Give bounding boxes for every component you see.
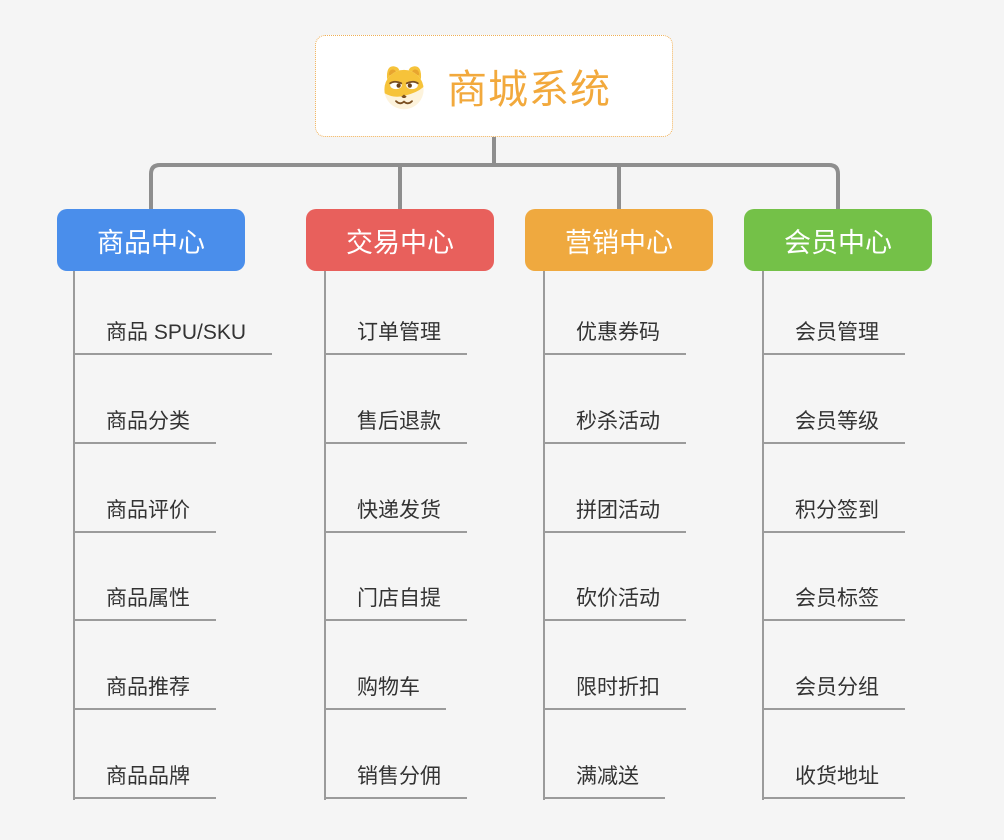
leaf-node[interactable]: 商品推荐 <box>73 674 216 710</box>
leaf-node[interactable]: 会员标签 <box>762 585 905 621</box>
leaf-node[interactable]: 购物车 <box>324 674 446 710</box>
leaf-node[interactable]: 商品 SPU/SKU <box>73 319 273 355</box>
leaf-node[interactable]: 秒杀活动 <box>543 408 686 444</box>
branch-label: 交易中心 <box>346 227 454 258</box>
leaf-node[interactable]: 商品分类 <box>73 408 216 444</box>
leaf-node[interactable]: 会员分组 <box>762 674 905 710</box>
leaf-node[interactable]: 商品评价 <box>73 497 216 533</box>
leaf-node[interactable]: 商品品牌 <box>73 763 216 799</box>
leaf-node[interactable]: 商品属性 <box>73 585 216 621</box>
branch-header-trade[interactable]: 交易中心 <box>306 209 494 271</box>
leaf-node[interactable]: 快递发货 <box>324 497 467 533</box>
leaf-node[interactable]: 拼团活动 <box>543 497 686 533</box>
leaf-node[interactable]: 门店自提 <box>324 585 467 621</box>
doge-face-icon <box>384 66 424 110</box>
branch-header-marketing[interactable]: 营销中心 <box>525 209 713 271</box>
branch-bus-line <box>149 163 840 209</box>
leaf-node[interactable]: 砍价活动 <box>543 585 686 621</box>
leaf-node[interactable]: 订单管理 <box>324 319 467 355</box>
branch-header-member[interactable]: 会员中心 <box>744 209 932 271</box>
leaf-node[interactable]: 销售分佣 <box>324 763 467 799</box>
leaf-node[interactable]: 会员管理 <box>762 319 905 355</box>
root-node[interactable]: 商城系统 <box>315 35 673 137</box>
root-title: 商城系统 <box>447 68 611 112</box>
leaf-node[interactable]: 满减送 <box>543 763 665 799</box>
leaf-node[interactable]: 优惠券码 <box>543 319 686 355</box>
branch-label: 营销中心 <box>565 227 673 258</box>
branch-header-product[interactable]: 商品中心 <box>57 209 245 271</box>
leaf-node[interactable]: 积分签到 <box>762 497 905 533</box>
leaf-node[interactable]: 售后退款 <box>324 408 467 444</box>
leaf-node[interactable]: 收货地址 <box>762 763 905 799</box>
branch-label: 会员中心 <box>784 227 892 258</box>
branch-label: 商品中心 <box>97 227 205 258</box>
leaf-node[interactable]: 会员等级 <box>762 408 905 444</box>
leaf-node[interactable]: 限时折扣 <box>543 674 686 710</box>
